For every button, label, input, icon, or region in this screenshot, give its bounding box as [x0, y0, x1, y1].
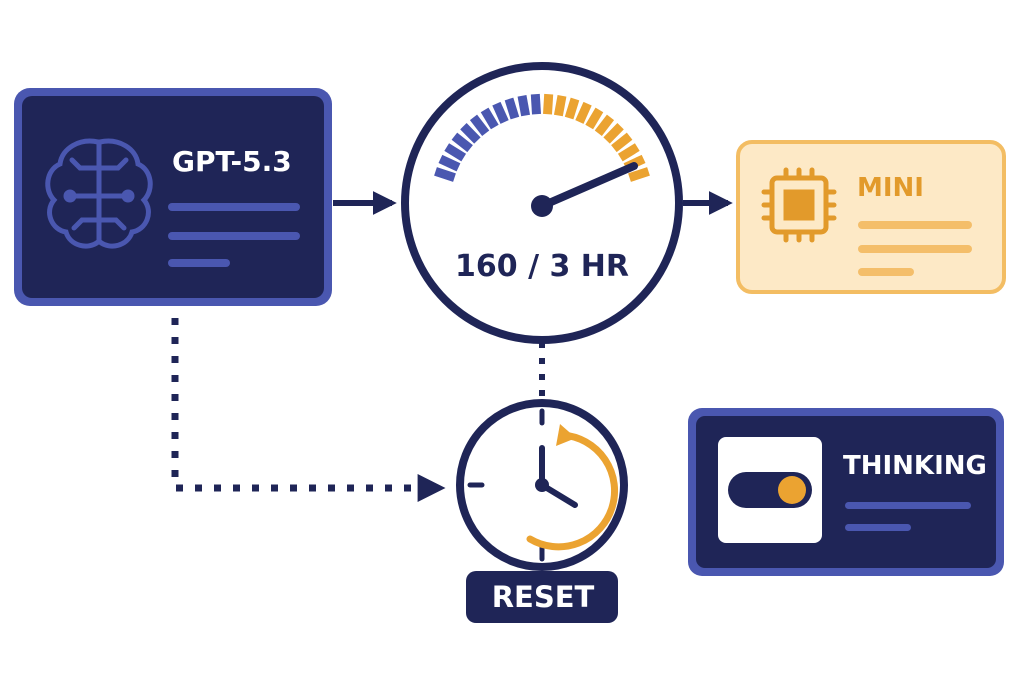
brain-icon	[45, 138, 153, 249]
reset-arc	[526, 431, 619, 551]
model-card	[14, 88, 332, 306]
gauge-tick	[564, 97, 580, 120]
gauge-tick	[434, 167, 456, 182]
gauge-tick	[480, 107, 499, 130]
gauge-tick	[603, 123, 624, 144]
gauge-tick	[444, 143, 467, 162]
gauge-tick	[451, 132, 473, 153]
mini-card	[736, 140, 1006, 294]
model-card-title: GPT-5.3	[172, 145, 292, 178]
gauge-tick	[617, 143, 640, 162]
reset-badge	[466, 571, 618, 623]
mini-card-text-line	[858, 221, 972, 229]
gauge-tick	[460, 123, 481, 144]
gauge-tick	[611, 132, 633, 153]
gauge-tick	[594, 114, 615, 136]
thinking-card-text-line	[845, 524, 911, 531]
gauge-tick	[553, 94, 567, 117]
reset-label: RESET	[491, 580, 595, 614]
speedometer-icon	[401, 62, 683, 344]
chip-icon	[761, 167, 837, 243]
gauge-tick	[517, 94, 531, 117]
model-card-text-line	[168, 232, 300, 240]
reset-arrowhead	[556, 424, 576, 446]
gauge-tick	[628, 167, 650, 182]
gauge-tick	[585, 107, 604, 130]
clock-reset-icon	[456, 399, 628, 571]
gauge-tick	[438, 154, 461, 172]
thinking-card	[688, 408, 1004, 576]
gauge-readout: 160 / 3 HR	[455, 249, 629, 284]
thinking-card-text-line	[845, 502, 971, 509]
thinking-card-title: THINKING	[843, 451, 987, 481]
gauge-needle	[538, 162, 638, 210]
gauge-tick	[543, 93, 554, 115]
gauge-tick	[504, 97, 520, 120]
model-card-text-line	[168, 259, 230, 267]
gauge-tick	[530, 93, 541, 115]
mini-card-text-line	[858, 245, 972, 253]
mini-card-text-line	[858, 268, 914, 276]
gauge-tick	[492, 101, 509, 124]
mini-card-title: MINI	[857, 173, 924, 203]
toggle-switch-icon[interactable]	[728, 472, 812, 508]
dotted-arrow-model-to-timer	[171, 318, 446, 502]
gauge-tick	[575, 101, 592, 124]
gauge-scale	[434, 93, 650, 182]
model-card-text-line	[168, 203, 300, 211]
gauge-hub	[531, 195, 553, 217]
gauge-tick	[469, 114, 490, 136]
